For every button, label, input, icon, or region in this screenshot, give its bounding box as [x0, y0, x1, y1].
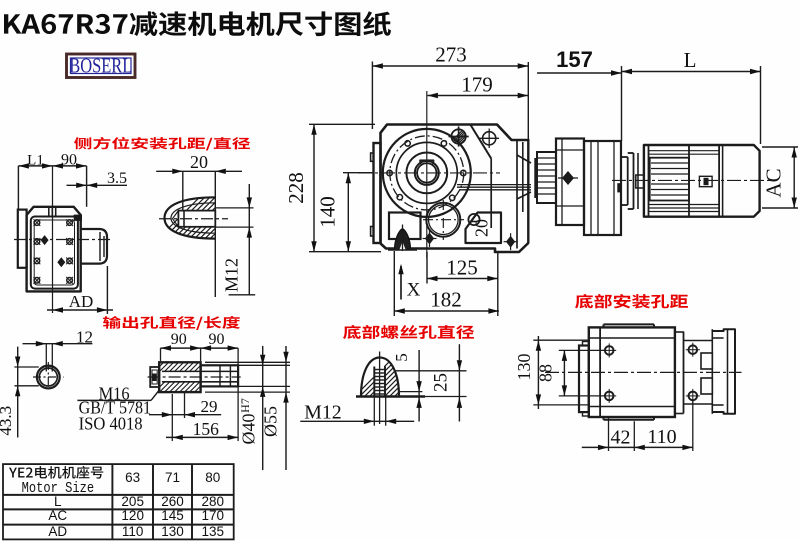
svg-text:25: 25	[431, 373, 452, 392]
svg-text:273: 273	[435, 43, 467, 67]
svg-text:90: 90	[61, 151, 77, 168]
svg-text:M12: M12	[222, 258, 242, 292]
svg-text:AD: AD	[48, 524, 67, 539]
svg-text:90: 90	[209, 331, 225, 348]
svg-text:Ø55: Ø55	[261, 406, 281, 437]
svg-text:AD: AD	[69, 292, 94, 311]
svg-text:GB/T 5781: GB/T 5781	[79, 398, 152, 418]
svg-text:AC: AC	[762, 168, 786, 197]
svg-text:ISO 4018: ISO 4018	[79, 414, 143, 434]
svg-text:H7: H7	[238, 398, 252, 413]
svg-text:110: 110	[647, 426, 676, 448]
svg-text:88: 88	[535, 364, 555, 382]
svg-text:L1: L1	[27, 152, 44, 168]
svg-text:Motor Size: Motor Size	[22, 481, 95, 497]
svg-text:260: 260	[161, 494, 184, 509]
svg-text:228: 228	[284, 172, 308, 204]
svg-text:63: 63	[125, 470, 140, 485]
svg-text:L: L	[54, 494, 62, 509]
svg-text:156: 156	[193, 419, 220, 439]
svg-text:20: 20	[472, 219, 492, 237]
svg-text:205: 205	[121, 494, 144, 509]
svg-text:80: 80	[205, 470, 220, 485]
svg-text:29: 29	[201, 397, 218, 416]
svg-text:170: 170	[202, 508, 225, 523]
svg-text:120: 120	[121, 508, 144, 523]
svg-text:BOSERL: BOSERL	[69, 54, 132, 78]
svg-text:M12: M12	[304, 402, 342, 424]
svg-text:M16: M16	[99, 384, 130, 404]
svg-text:X: X	[407, 280, 421, 301]
svg-text:130: 130	[514, 354, 534, 381]
svg-text:5: 5	[392, 353, 411, 362]
svg-text:145: 145	[161, 508, 184, 523]
svg-text:90: 90	[171, 331, 187, 348]
svg-text:110: 110	[122, 524, 144, 539]
svg-text:20: 20	[190, 152, 208, 172]
svg-text:12: 12	[76, 327, 93, 346]
svg-text:Ø40: Ø40	[239, 414, 259, 445]
svg-text:179: 179	[461, 73, 493, 97]
svg-text:L: L	[684, 48, 697, 72]
svg-text:280: 280	[202, 494, 225, 509]
svg-text:140: 140	[316, 196, 340, 228]
svg-text:130: 130	[161, 524, 184, 539]
svg-text:135: 135	[202, 524, 225, 539]
svg-text:43.3: 43.3	[0, 406, 15, 436]
svg-text:42: 42	[611, 427, 631, 449]
svg-text:182: 182	[430, 288, 462, 312]
svg-text:AC: AC	[48, 508, 67, 523]
svg-text:71: 71	[165, 470, 180, 485]
svg-text:125: 125	[446, 256, 478, 280]
svg-text:3.5: 3.5	[107, 170, 127, 187]
svg-text:157: 157	[556, 47, 593, 72]
